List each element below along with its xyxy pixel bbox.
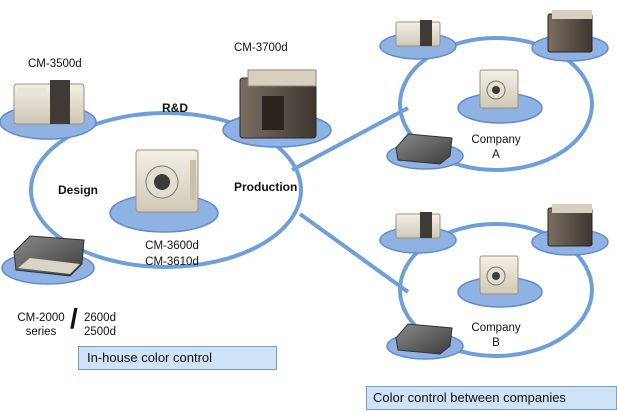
device-b-handheld bbox=[395, 323, 453, 355]
label-cm2000: CM-2000 bbox=[17, 312, 65, 324]
connection-lines bbox=[291, 106, 410, 294]
company-b-ring bbox=[398, 222, 594, 358]
device-a-topleft bbox=[395, 20, 441, 47]
device-a-topright bbox=[547, 10, 593, 53]
device-b-topleft bbox=[395, 212, 441, 239]
inhouse-ring bbox=[29, 111, 303, 269]
device-a-center bbox=[479, 69, 519, 109]
label-company-b: Company bbox=[471, 322, 521, 334]
link-to-company-b bbox=[298, 212, 410, 294]
label-rd: R&D bbox=[162, 101, 188, 115]
device-b-topright bbox=[547, 204, 593, 247]
rings bbox=[29, 36, 594, 358]
device-b-center bbox=[479, 255, 519, 295]
label-company-a: Company bbox=[471, 134, 521, 146]
label-cm3500d: CM-3500d bbox=[28, 58, 82, 70]
label-design: Design bbox=[58, 183, 99, 197]
label-cm3610d: CM-3610d bbox=[145, 256, 199, 268]
label-cm3700d: CM-3700d bbox=[234, 42, 288, 54]
label-cm3600d: CM-3600d bbox=[145, 240, 199, 252]
label-cm2600d: 2600d bbox=[84, 312, 116, 324]
link-to-company-a bbox=[291, 106, 409, 172]
label-cm2500d: 2500d bbox=[84, 326, 116, 338]
label-company-b-letter: B bbox=[492, 337, 500, 349]
device-cm3600d bbox=[135, 149, 199, 213]
label-company-a-letter: A bbox=[492, 149, 500, 161]
label-production: Production bbox=[234, 180, 298, 194]
device-a-handheld bbox=[395, 133, 453, 165]
device-cm2000 bbox=[13, 235, 85, 277]
company-a-ring bbox=[398, 36, 594, 172]
label-series: series bbox=[25, 326, 57, 338]
inhouse-caption-box: In-house color control bbox=[78, 346, 277, 370]
device-cm3700d bbox=[239, 69, 317, 139]
label-slash: / bbox=[70, 303, 78, 334]
device-cm3500d bbox=[13, 80, 85, 125]
between-companies-caption-box: Color control between companies bbox=[366, 386, 617, 410]
